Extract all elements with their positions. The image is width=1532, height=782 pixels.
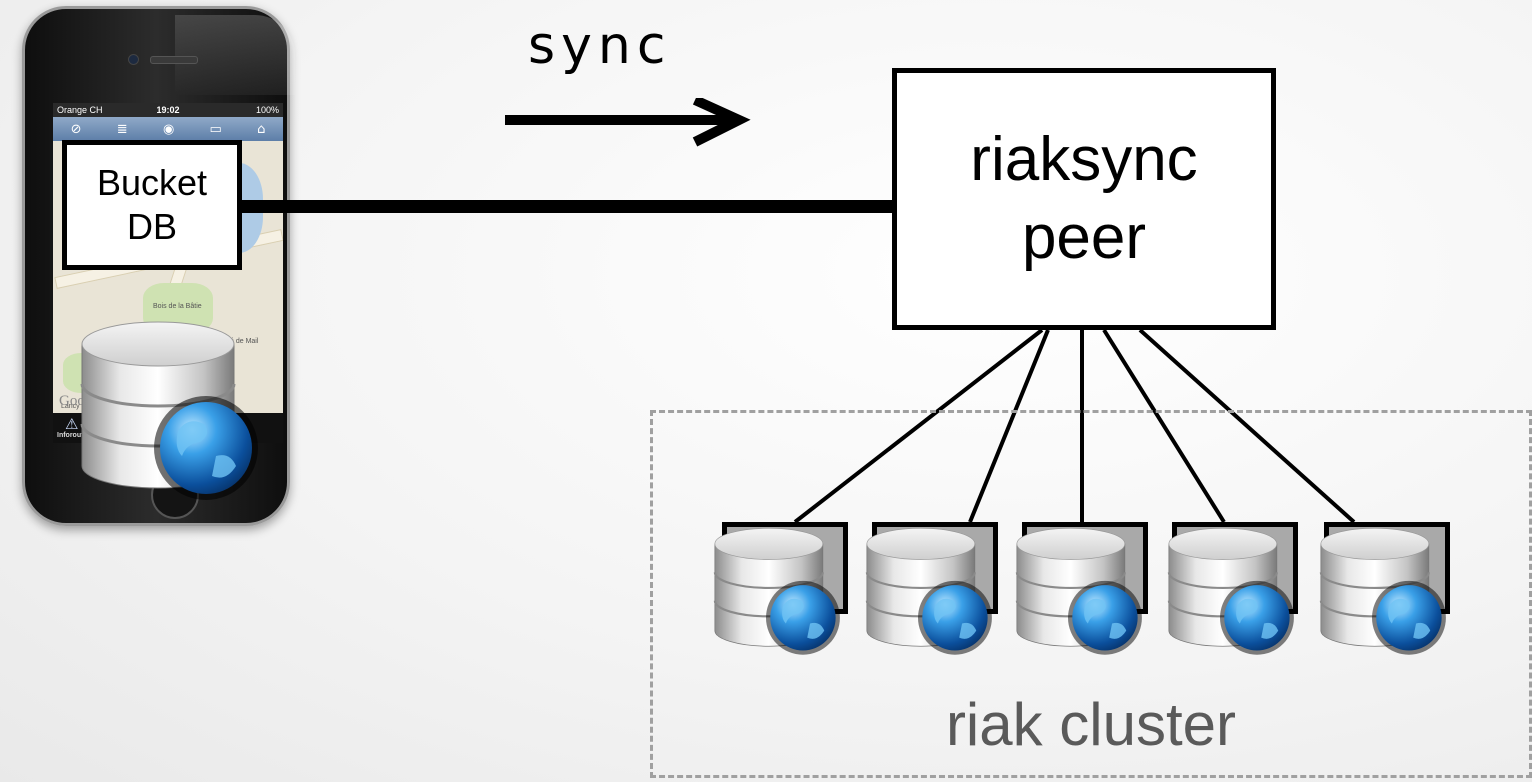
map-label: sité de Mail [223, 338, 259, 345]
map-label: Bois de la Bâtie [153, 303, 202, 310]
phone-glare [175, 15, 295, 95]
sync-label: sync [528, 16, 672, 76]
speaker-grille [150, 56, 198, 64]
cluster-node-database-icon [1014, 524, 1149, 659]
cluster-label: riak cluster [945, 691, 1237, 758]
peer-label-line2: peer [1021, 203, 1147, 272]
bookmark-icon[interactable]: ⌂ [257, 121, 266, 137]
bucket-db-box: Bucket DB [62, 140, 242, 270]
camera-icon [128, 54, 139, 65]
status-time: 19:02 [156, 105, 180, 115]
sync-connector-line [242, 200, 894, 213]
eye-icon[interactable]: ◉ [162, 121, 175, 137]
link-line [968, 329, 1050, 523]
bucket-label-line2: DB [126, 206, 177, 247]
riak-cluster-boundary [650, 410, 1532, 778]
tab-label[interactable]: Inforout [57, 432, 84, 439]
cluster-node-database-icon [1166, 524, 1301, 659]
database-icon [78, 316, 268, 506]
riaksync-peer-box: riaksync peer [892, 68, 1276, 330]
cluster-node-database-icon [864, 524, 999, 659]
link-line [1102, 328, 1226, 524]
sync-arrow-icon [505, 98, 751, 147]
layers-icon[interactable]: ≣ [116, 121, 128, 137]
carrier-name: Orange CH [57, 105, 103, 115]
link-line [793, 328, 1044, 524]
bucket-label-line1: Bucket [96, 162, 208, 203]
peer-label-line1: riaksync [970, 125, 1198, 194]
link-line [1138, 328, 1356, 524]
cluster-node-database-icon [712, 524, 847, 659]
battery-level: 100% [255, 105, 279, 115]
status-bar: Orange CH 19:02 100% [53, 103, 283, 117]
book-icon[interactable]: ▭ [209, 121, 222, 137]
cluster-node-database-icon [1318, 524, 1453, 659]
compass-icon[interactable]: ⊘ [70, 121, 82, 137]
map-label: Lancy [61, 403, 80, 410]
map-toolbar: ⊘ ≣ ◉ ▭ ⌂ [53, 117, 283, 141]
warning-icon[interactable]: ⚠ [65, 415, 79, 433]
